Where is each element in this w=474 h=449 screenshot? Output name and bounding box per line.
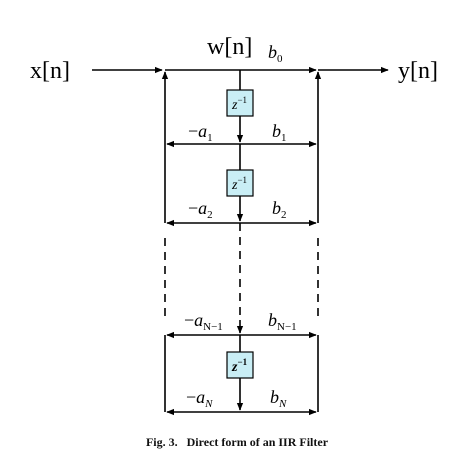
delay-label-2: z−1	[231, 175, 247, 193]
delay-box-1	[226, 89, 254, 117]
coef-a-n-minus-1: −aN−1	[184, 310, 223, 333]
input-label: x[n]	[30, 58, 70, 84]
coef-a-n: −aN	[186, 387, 213, 410]
coef-a2: −a2	[188, 198, 213, 221]
delay-label-1: z−1	[231, 95, 247, 113]
delay-box-n	[226, 351, 254, 379]
figure-caption: Fig. 3. Direct form of an IIR Filter	[145, 436, 329, 449]
coef-a1: −a1	[188, 121, 213, 144]
delay-box-2	[226, 169, 254, 197]
coef-b2: b2	[272, 198, 287, 221]
state-label: w[n]	[207, 34, 252, 60]
output-label: y[n]	[398, 58, 438, 84]
delay-label-n: z−1	[231, 357, 248, 375]
coef-b-n: bN	[270, 387, 287, 410]
coef-b1: b1	[272, 121, 287, 144]
coef-b-n-minus-1: bN−1	[268, 310, 297, 333]
coef-b0: b0	[268, 42, 283, 65]
